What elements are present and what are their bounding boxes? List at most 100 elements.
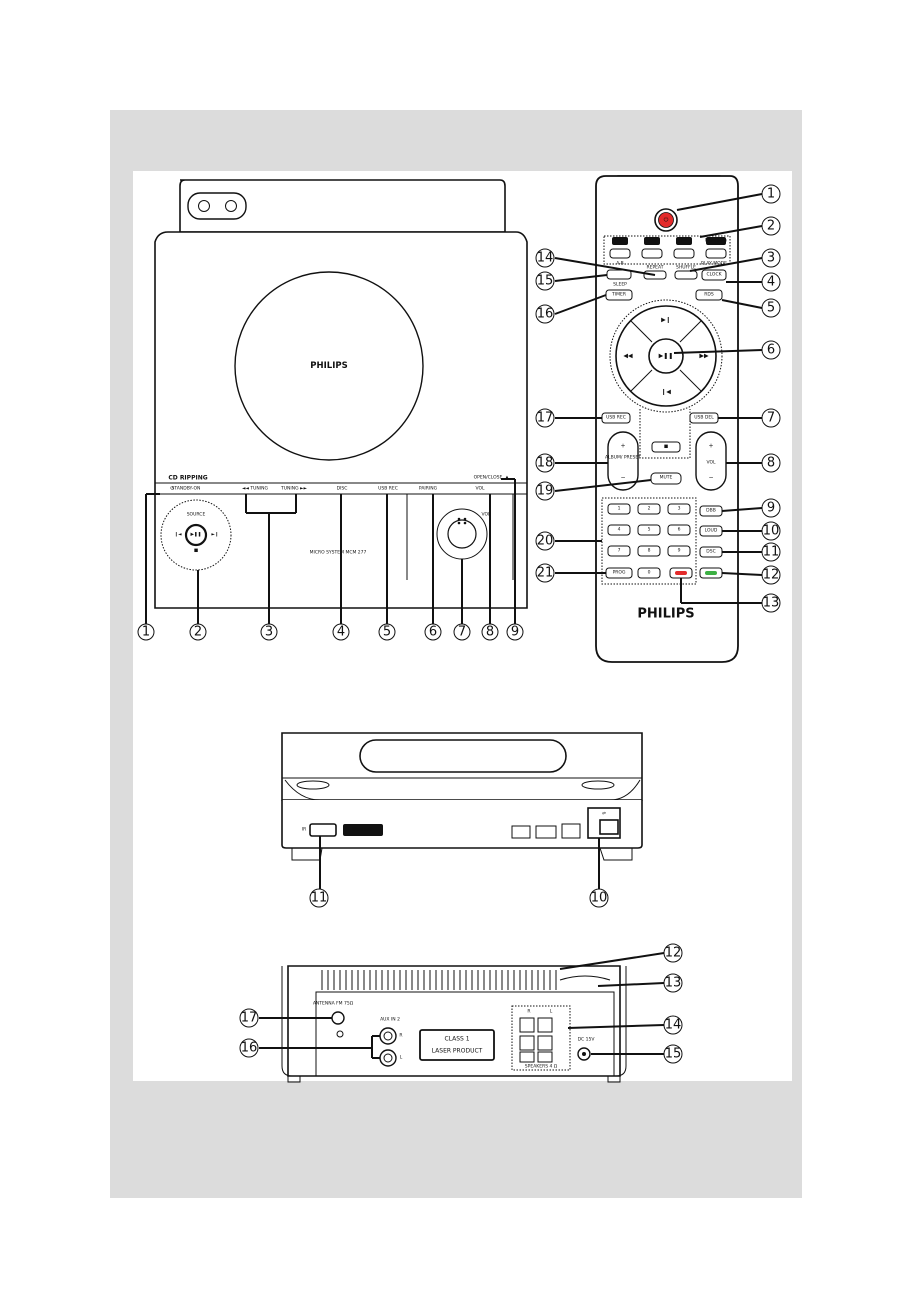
usb-button[interactable] — [641, 248, 663, 259]
source-dial-ring — [160, 499, 232, 571]
mute-label: MUTE — [660, 475, 673, 481]
digit-key[interactable] — [607, 503, 631, 515]
unit-callouts: 1 2 3 4 5 6 7 8 9 — [137, 623, 524, 641]
dbb-label: DBB — [706, 508, 716, 514]
callout: 13 — [665, 976, 682, 991]
source-label: USB — [647, 238, 656, 244]
number-keys: 1 2 3 4 5 6 7 8 9 0 — [607, 503, 691, 579]
rds-button[interactable] — [695, 289, 723, 301]
digit-label: 4 — [618, 527, 621, 533]
play-pause-button[interactable] — [184, 523, 208, 547]
dc-label: DC 15V — [578, 1037, 596, 1043]
nav-pad-ring — [609, 299, 723, 413]
aux-l-jack[interactable] — [379, 1049, 397, 1067]
digit-key[interactable] — [667, 524, 691, 536]
digit-key[interactable] — [607, 524, 631, 536]
shuffle-button[interactable] — [674, 270, 698, 280]
digit-key[interactable] — [637, 567, 661, 579]
cd-lid[interactable] — [234, 271, 424, 461]
play-pause-icon: ▶❚❚ — [659, 353, 674, 360]
callout: 19 — [537, 484, 554, 499]
clock-label: CLOCK — [706, 272, 722, 278]
mp3-logo — [535, 825, 557, 839]
digit-label: 1 — [618, 506, 621, 512]
front-view: IR Bluetooth ⇌ 11 10 — [281, 732, 643, 908]
callout: 1 — [142, 625, 150, 640]
clock-button[interactable] — [701, 269, 727, 281]
ab-button[interactable] — [606, 269, 632, 280]
digit-label: 5 — [648, 527, 651, 533]
digit-key[interactable] — [607, 545, 631, 557]
digit-key[interactable] — [637, 503, 661, 515]
speaker-l-label: L — [550, 1009, 553, 1015]
mute-button[interactable] — [650, 472, 682, 485]
source-label: CD — [617, 238, 624, 244]
callout: 12 — [665, 946, 682, 961]
source-label: Bluetooth — [705, 238, 727, 244]
standby-label: STANDBY-ON — [172, 486, 201, 492]
callout: 17 — [241, 1011, 258, 1026]
album-preset-rocker[interactable] — [607, 431, 639, 491]
digit-key[interactable] — [637, 524, 661, 536]
disc-label: DISC — [337, 486, 348, 492]
source-buttons: CD USB FM Bluetooth — [609, 237, 727, 259]
usb-port[interactable] — [599, 819, 619, 835]
unit-brand: PHILIPS — [310, 361, 347, 371]
callout: 20 — [537, 534, 554, 549]
callout: 10 — [763, 524, 780, 539]
aux-r-jack[interactable] — [379, 1027, 397, 1045]
ir-sensor — [309, 823, 337, 837]
main-unit: PHILIPS CD RIPPING STANDBY-ON ⏻ ◄◄ TUNIN… — [137, 179, 528, 641]
callout: 16 — [537, 307, 554, 322]
digit-key[interactable] — [637, 545, 661, 557]
antenna-jack[interactable] — [331, 1011, 345, 1025]
bluetooth-button[interactable] — [705, 248, 727, 259]
speakers-label: SPEAKERS 4 Ω — [525, 1064, 558, 1070]
handle-grip — [187, 192, 247, 220]
digit-label: 6 — [678, 527, 681, 533]
volume-rocker[interactable] — [695, 431, 727, 491]
digit-label: 9 — [678, 548, 681, 554]
repeat-button[interactable] — [643, 270, 667, 280]
callout: 16 — [241, 1041, 258, 1056]
disc-lid — [359, 739, 567, 773]
volume-knob[interactable] — [447, 519, 477, 549]
digit-key[interactable] — [667, 545, 691, 557]
stop-icon: ■ — [194, 549, 198, 554]
usb-icon: ⇌ — [602, 812, 606, 817]
repeat-label: REPEAT — [646, 265, 663, 271]
rear-view: ANTENNA FM 75Ω AUX IN 2 R L CLASS 1 LASE… — [239, 943, 683, 1083]
minus-icon: − — [708, 475, 713, 482]
digit-label: 7 — [618, 548, 621, 554]
hang-up-icon — [675, 571, 687, 575]
sleep-label: SLEEP — [613, 282, 627, 288]
callout: 11 — [763, 545, 780, 560]
play-pause-icon: ▶❚❚ — [190, 532, 201, 538]
model-label: MICRO SYSTEM MCM 277 — [310, 550, 367, 556]
callout: 21 — [537, 566, 554, 581]
minus-icon: − — [620, 475, 625, 482]
usb-rec-label: USB REC — [378, 486, 398, 492]
play-pause-button[interactable] — [648, 338, 684, 374]
prog-label: PROG — [613, 570, 626, 576]
digit-key[interactable] — [667, 503, 691, 515]
source-label: SOURCE — [187, 512, 206, 518]
stop-button[interactable] — [651, 441, 681, 453]
remote-callouts-left: 14 15 16 17 18 19 20 21 — [535, 248, 555, 583]
callout: 6 — [767, 343, 775, 358]
disc-logo — [511, 825, 531, 839]
prev-icon: ❙◄ — [174, 532, 182, 538]
cd-button[interactable] — [609, 248, 631, 259]
timer-label: TIMER — [611, 292, 626, 298]
callout: 5 — [767, 301, 775, 316]
laser-label-plate — [419, 1029, 495, 1061]
aux-l-label: L — [400, 1055, 403, 1061]
fm-button[interactable] — [673, 248, 695, 259]
callout: 13 — [763, 596, 780, 611]
aux-r-label: R — [399, 1033, 402, 1039]
callout: 12 — [763, 568, 780, 583]
bluetooth-badge — [343, 824, 383, 836]
tuning-fwd-label: TUNING ►► — [280, 486, 307, 492]
plus-icon: + — [708, 443, 713, 450]
